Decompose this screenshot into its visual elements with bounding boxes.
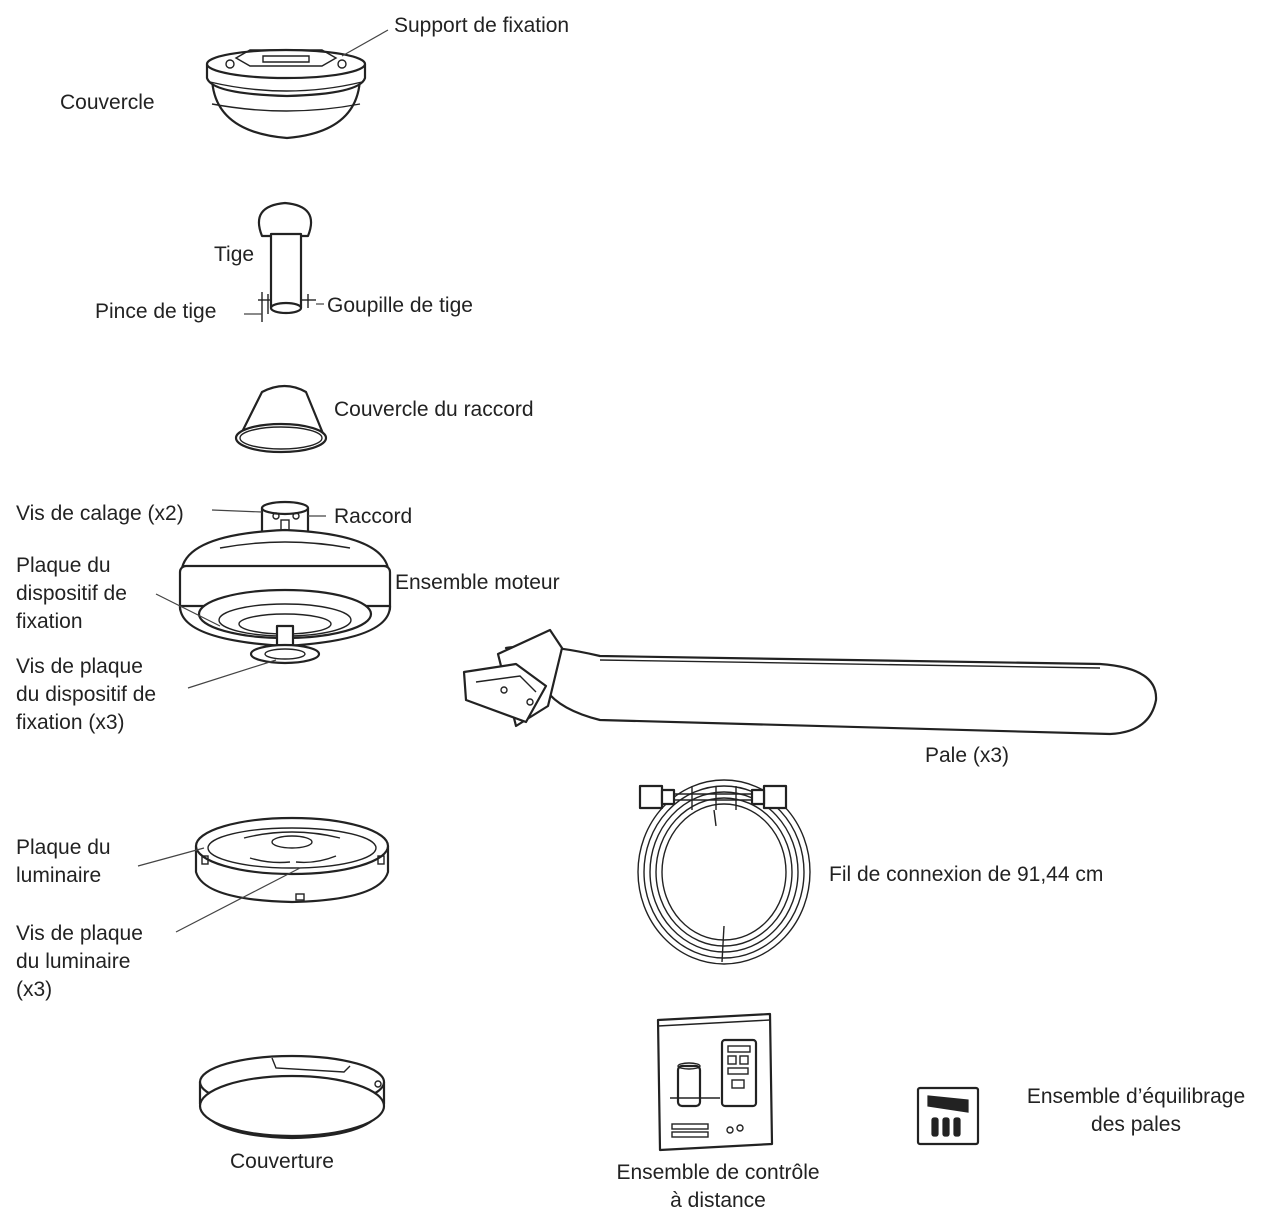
wire-illustration: [637, 779, 811, 965]
label-equilibrage: Ensemble d’équilibrage des pales: [1026, 1085, 1246, 1136]
remote-kit-illustration: [656, 1012, 774, 1152]
light-plate-illustration: [194, 816, 390, 904]
leader-support: [341, 29, 389, 57]
label-couvercle-raccord: Couvercle du raccord: [334, 398, 534, 421]
label-controle-distance: Ensemble de contrôle à distance: [616, 1161, 820, 1212]
label-vis-calage: Vis de calage (x2): [16, 502, 184, 525]
canopy-illustration: [205, 48, 367, 140]
label-ensemble-moteur: Ensemble moteur: [395, 571, 560, 594]
coupler-cover-illustration: [234, 384, 328, 454]
label-raccord: Raccord: [334, 505, 413, 528]
leader-plaque-luminaire: [137, 847, 205, 867]
label-couvercle: Couvercle: [60, 91, 155, 114]
label-pale: Pale (x3): [925, 744, 1010, 767]
label-pince-tige: Pince de tige: [95, 300, 217, 323]
label-fil-connexion: Fil de connexion de 91,44 cm: [829, 863, 1104, 886]
label-vis-plaque-luminaire: Vis de plaque du luminaire (x3): [16, 922, 143, 1001]
downrod-illustration: [257, 201, 316, 322]
label-plaque-dispositif: Plaque du dispositif de fixation: [16, 554, 127, 633]
leader-plaque-dispositif: [155, 593, 221, 627]
motor-illustration: [178, 500, 392, 665]
leader-vis-plaque-luminaire: [175, 867, 301, 933]
blade-illustration: [462, 628, 1158, 736]
label-goupille-tige: Goupille de tige: [327, 294, 473, 317]
label-support-fixation: Support de fixation: [394, 14, 570, 37]
label-vis-plaque-dispositif: Vis de plaque du dispositif de fixation …: [16, 655, 157, 734]
cover-illustration: [198, 1054, 386, 1140]
leader-vis-calage: [211, 509, 263, 513]
balancing-kit-illustration: [916, 1086, 980, 1146]
label-tige: Tige: [214, 243, 255, 266]
label-plaque-luminaire: Plaque du luminaire: [16, 836, 111, 887]
leader-vis-plaque-dispositif: [187, 659, 277, 689]
label-couverture: Couverture: [230, 1150, 334, 1173]
